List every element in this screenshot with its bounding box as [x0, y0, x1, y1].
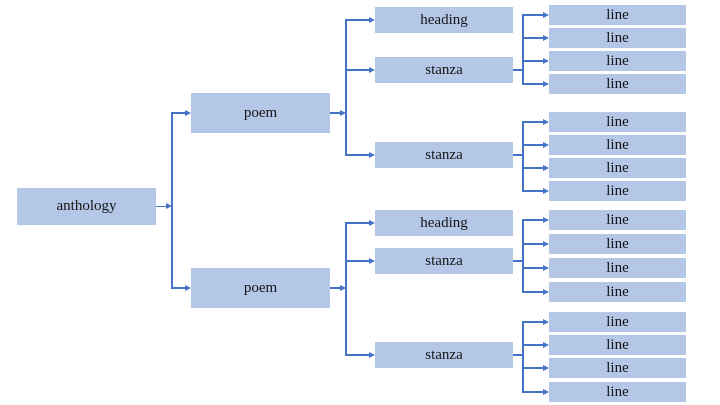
connector-rail: [522, 219, 524, 293]
arrowhead-icon: [369, 16, 375, 23]
connector-segment: [523, 367, 545, 369]
connector-segment: [513, 69, 524, 71]
node-line: line: [549, 210, 686, 230]
node-line: line: [549, 234, 686, 254]
connector-segment: [330, 112, 342, 114]
node-heading: heading: [375, 7, 513, 33]
connector-segment: [156, 205, 168, 208]
arrowhead-icon: [543, 318, 549, 325]
node-anthology: anthology: [17, 188, 156, 225]
connector-segment: [330, 287, 342, 289]
connector-segment: [523, 144, 545, 146]
arrowhead-icon: [166, 203, 172, 209]
connector-segment: [346, 260, 371, 262]
arrowhead-icon: [543, 388, 549, 395]
node-line: line: [549, 258, 686, 278]
connector-segment: [523, 60, 545, 62]
connector-segment: [513, 154, 524, 156]
node-line: line: [549, 312, 686, 332]
connector-segment: [346, 354, 371, 356]
connector-segment: [523, 37, 545, 39]
connector-rail: [522, 14, 524, 85]
connector-rail: [522, 121, 524, 192]
arrowhead-icon: [543, 141, 549, 148]
arrowhead-icon: [369, 257, 375, 264]
node-line: line: [549, 74, 686, 94]
node-line: line: [549, 51, 686, 71]
connector-segment: [346, 154, 371, 156]
node-stanza: stanza: [375, 342, 513, 368]
node-line: line: [549, 382, 686, 402]
node-line: line: [549, 135, 686, 155]
arrowhead-icon: [185, 284, 191, 291]
arrowhead-icon: [543, 341, 549, 348]
node-line: line: [549, 335, 686, 355]
node-stanza: stanza: [375, 142, 513, 168]
node-poem: poem: [191, 93, 330, 133]
node-line: line: [549, 282, 686, 302]
arrowhead-icon: [340, 109, 346, 116]
connector-segment: [346, 69, 371, 71]
node-stanza: stanza: [375, 57, 513, 83]
connector-rail: [522, 321, 524, 393]
arrowhead-icon: [543, 34, 549, 41]
connector-segment: [513, 354, 524, 356]
arrowhead-icon: [543, 118, 549, 125]
node-line: line: [549, 158, 686, 178]
connector-segment: [523, 291, 545, 293]
arrowhead-icon: [369, 351, 375, 358]
connector-segment: [523, 243, 545, 245]
connector-segment: [346, 19, 371, 21]
connector-segment: [523, 267, 545, 269]
node-line: line: [549, 5, 686, 25]
connector-segment: [346, 222, 371, 224]
arrowhead-icon: [543, 288, 549, 295]
arrowhead-icon: [543, 57, 549, 64]
connector-segment: [523, 321, 545, 323]
node-line: line: [549, 28, 686, 48]
connector-rail: [345, 222, 347, 356]
connector-rail: [345, 19, 347, 156]
connector-segment: [523, 121, 545, 123]
node-line: line: [549, 112, 686, 132]
arrowhead-icon: [543, 216, 549, 223]
arrowhead-icon: [369, 151, 375, 158]
connector-segment: [172, 112, 187, 114]
connector-segment: [513, 260, 524, 262]
connector-segment: [523, 14, 545, 16]
connector-segment: [523, 190, 545, 192]
arrowhead-icon: [543, 164, 549, 171]
arrowhead-icon: [369, 219, 375, 226]
connector-segment: [172, 287, 187, 289]
arrowhead-icon: [543, 264, 549, 271]
connector-segment: [523, 391, 545, 393]
node-heading: heading: [375, 210, 513, 236]
arrowhead-icon: [543, 11, 549, 18]
arrowhead-icon: [340, 284, 346, 291]
arrowhead-icon: [543, 364, 549, 371]
arrowhead-icon: [543, 187, 549, 194]
arrowhead-icon: [543, 240, 549, 247]
connector-segment: [523, 219, 545, 221]
node-line: line: [549, 358, 686, 378]
connector-rail: [171, 112, 173, 289]
arrowhead-icon: [369, 66, 375, 73]
connector-segment: [523, 344, 545, 346]
connector-segment: [523, 83, 545, 85]
node-stanza: stanza: [375, 248, 513, 274]
arrowhead-icon: [543, 80, 549, 87]
node-poem: poem: [191, 268, 330, 308]
node-line: line: [549, 181, 686, 201]
arrowhead-icon: [185, 109, 191, 116]
connector-segment: [523, 167, 545, 169]
